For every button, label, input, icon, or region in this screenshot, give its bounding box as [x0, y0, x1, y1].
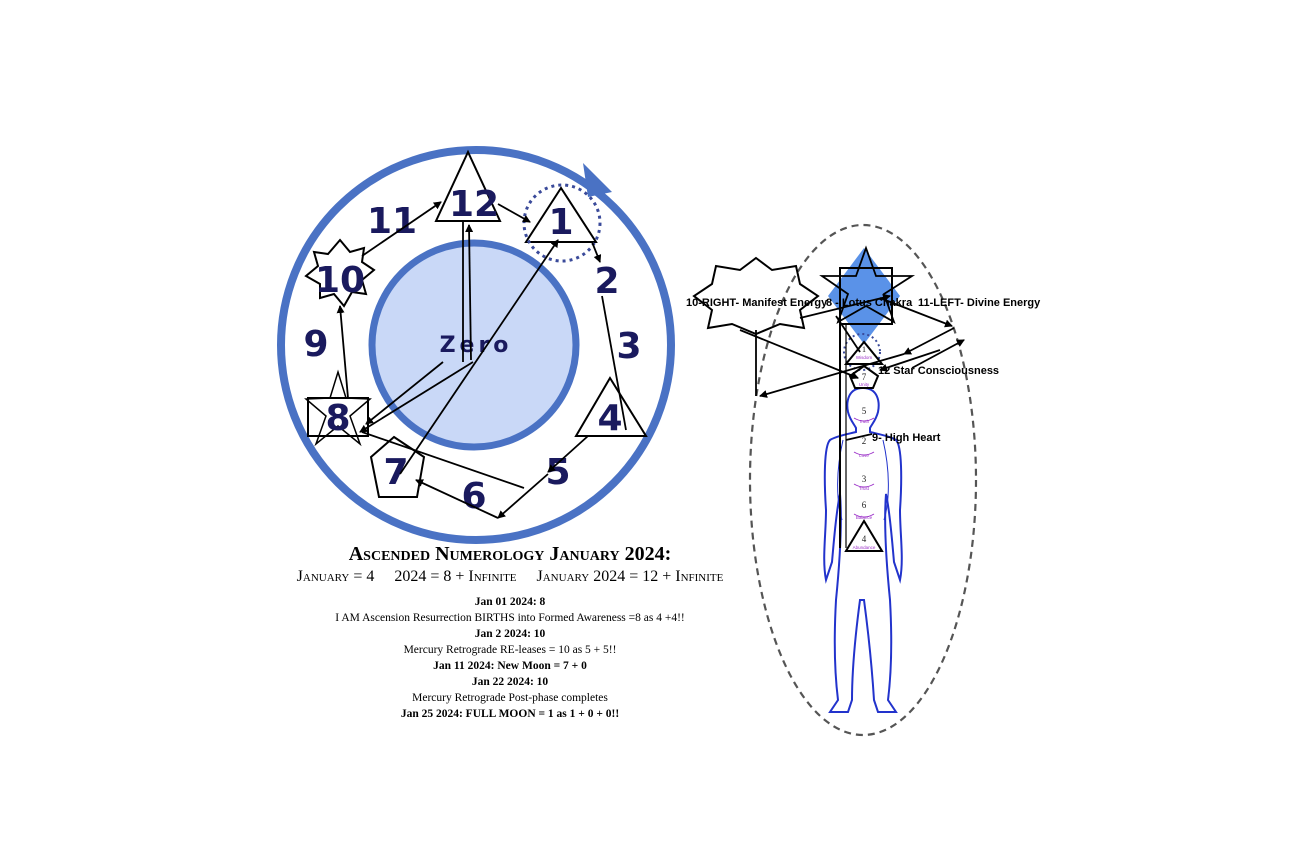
equation-january: January = 4 — [296, 568, 375, 585]
arrow-manifest-to-lotus — [799, 293, 891, 319]
lotus-square — [839, 267, 893, 325]
chakra-5-arc — [853, 417, 875, 422]
ring-arrowhead — [583, 163, 612, 197]
chakra-2-number: 2 — [862, 436, 867, 446]
arrow-to-crown — [739, 329, 859, 380]
body-arrows — [739, 293, 965, 441]
wheel-number-9: 9 — [303, 324, 328, 365]
date-description: Mercury Retrograde Post-phase completes — [412, 692, 608, 704]
chakra-3-number: 3 — [862, 474, 867, 484]
wheel-number-3: 3 — [616, 326, 641, 367]
chakra-5-number: 5 — [862, 406, 867, 416]
date-heading: Jan 25 2024: FULL MOON = 1 as 1 + 0 + 0!… — [400, 708, 620, 720]
lotus-star — [819, 245, 916, 324]
chakra-2-word: Love — [859, 453, 869, 458]
aura-dashed-ellipse — [748, 223, 978, 737]
arrow-10-to-12 — [361, 201, 442, 257]
equation-january-2024: January 2024 = 12 + Infinite — [536, 568, 724, 585]
wheel-number-1: 1 — [548, 202, 573, 243]
arrow-high-heart — [845, 433, 873, 441]
equation-2024: 2024 = 8 + Infinite — [394, 568, 517, 585]
wheel-number-5: 5 — [545, 452, 570, 493]
arrow-6-to-7 — [415, 479, 499, 519]
chakra-5-word: Truth — [859, 419, 870, 424]
numerology-wheel: Zero 12 1 2 3 4 5 6 7 8 9 10 11 — [277, 146, 675, 544]
crown-triangle — [843, 340, 885, 365]
chakra-3-word: Trust — [859, 486, 870, 491]
arrow-2-to-4 — [601, 295, 627, 431]
arrow-left-from-star — [759, 353, 905, 398]
arrow-4-to-5 — [547, 435, 589, 473]
arrow-divine-to-star — [903, 327, 955, 355]
crown-dotted-circle — [843, 333, 881, 371]
chakra-3-arc — [853, 483, 875, 488]
arrow-8-to-10 — [336, 305, 349, 399]
chakra-6-arc — [853, 513, 875, 518]
pentagon-7-shape — [369, 435, 426, 498]
label-high-heart: 9- High Heart — [872, 432, 941, 444]
chakra-1-number: 1 — [862, 345, 866, 354]
chakra-4-number: 4 — [862, 534, 867, 544]
arrow-lotus-to-divine — [879, 297, 953, 328]
chakra-6-number: 6 — [862, 500, 867, 510]
chakra-7-number: 7 — [862, 372, 867, 382]
inner-zero-circle — [368, 239, 580, 451]
arrow-zero-to-8 — [359, 361, 474, 433]
chakra-4-word: Abundance — [853, 545, 876, 550]
arrow-5-to-8 — [361, 431, 525, 489]
wheel-number-10: 10 — [315, 260, 365, 301]
caption-title: Ascended Numerology January 2024: — [348, 543, 672, 565]
caption-block: Ascended Numerology January 2024: Januar… — [250, 543, 770, 722]
arrow-zero-to-8b — [365, 361, 444, 425]
wheel-number-4: 4 — [597, 398, 622, 439]
wheel-arrows — [336, 201, 627, 519]
zero-label: Zero — [440, 333, 513, 358]
star-8-shape — [304, 369, 372, 447]
wheel-number-8: 8 — [325, 398, 350, 439]
arrow-lotus-to-manifest — [835, 315, 861, 353]
date-heading: Jan 11 2024: New Moon = 7 + 0 — [433, 660, 587, 672]
label-star-consciousness: 12 Star Consciousness — [878, 365, 999, 377]
arrow-7-to-1 — [399, 239, 559, 475]
wheel-number-2: 2 — [594, 261, 619, 302]
arrow-1-to-2 — [591, 241, 602, 263]
wheel-number-12: 12 — [449, 184, 499, 225]
chakra-4-triangle — [844, 519, 884, 552]
triangle-12-shape — [434, 149, 502, 222]
arrow-zero-to-12 — [465, 224, 474, 361]
date-heading: Jan 01 2024: 8 — [474, 596, 546, 608]
date-heading: Jan 22 2024: 10 — [471, 676, 549, 688]
label-lotus-chakra: 8 - Lotus Chakra — [826, 297, 913, 309]
body-diagram: 1 Wisdom 7 Unity 5 Truth 2 Love 3 Trust … — [686, 223, 1041, 737]
equations-line: January = 4 2024 = 8 + Infinite January 20… — [250, 568, 770, 586]
date-description: I AM Ascension Resurrection BIRTHS into … — [335, 612, 685, 624]
human-figure — [823, 386, 903, 713]
wheel-number-7: 7 — [383, 452, 408, 493]
chakra-2-arc — [853, 451, 875, 456]
chakra-7-word: Unity — [859, 382, 870, 387]
outer-ring — [277, 146, 675, 544]
triangle-4-shape — [574, 376, 648, 437]
dotted-circle-1 — [522, 183, 602, 263]
chakra-6-word: Balance — [856, 515, 873, 520]
date-heading: Jan 2 2024: 10 — [474, 628, 546, 640]
arrow-5-to-6 — [497, 473, 549, 519]
label-left-divine: 11-LEFT- Divine Energy — [918, 297, 1041, 309]
chakra-column: 1 Wisdom 7 Unity 5 Truth 2 Love 3 Trust … — [844, 345, 884, 552]
chakra-1-word: Wisdom — [856, 355, 873, 360]
label-right-manifest: 10-RIGHT- Manifest Energy — [686, 297, 828, 309]
date-description: Mercury Retrograde RE-leases = 10 as 5 +… — [403, 644, 617, 656]
arrow-star-right — [911, 339, 965, 369]
triangle-1-shape — [524, 186, 598, 243]
date-entries: Jan 01 2024: 8 I AM Ascension Resurrectio… — [250, 594, 770, 722]
lotus-diamond — [828, 248, 900, 344]
arrow-star-mid — [879, 349, 941, 372]
arrow-12-to-1 — [497, 203, 531, 223]
